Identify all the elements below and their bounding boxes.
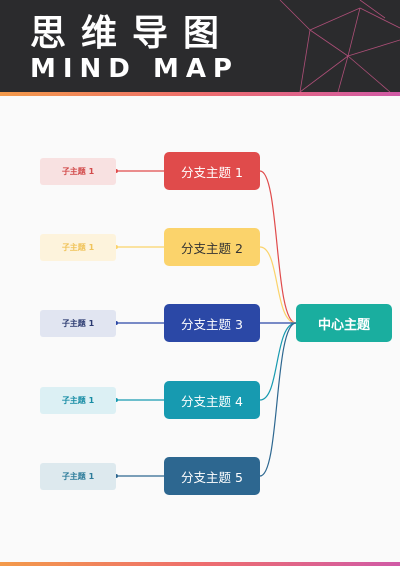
sub-topic-3: 子主题 1 — [40, 309, 116, 337]
branch-topic-3: 分支主题 3 — [164, 304, 260, 342]
link-center-to-branch-1 — [259, 170, 297, 324]
center-topic: 中心主题 — [296, 304, 392, 342]
link-center-to-branch-2 — [259, 246, 297, 324]
page-subtitle: MIND MAP — [30, 54, 239, 84]
link-center-to-branch-4 — [259, 322, 297, 401]
header: 思维导图 MIND MAP — [0, 0, 400, 92]
sub-topic-5: 子主题 1 — [40, 462, 116, 490]
branch-topic-1: 分支主题 1 — [164, 152, 260, 190]
page-title: 思维导图 — [30, 13, 235, 54]
geometric-lines-decoration — [279, 0, 400, 92]
sub-topic-4: 子主题 1 — [40, 386, 116, 414]
branch-topic-4: 分支主题 4 — [164, 381, 260, 419]
sub-topic-1: 子主题 1 — [40, 157, 116, 185]
sub-topic-2: 子主题 1 — [40, 233, 116, 261]
link-center-to-branch-5 — [259, 322, 297, 477]
footer-accent-bar — [0, 562, 400, 566]
header-accent-bar — [0, 92, 400, 96]
branch-topic-2: 分支主题 2 — [164, 228, 260, 266]
branch-topic-5: 分支主题 5 — [164, 457, 260, 495]
